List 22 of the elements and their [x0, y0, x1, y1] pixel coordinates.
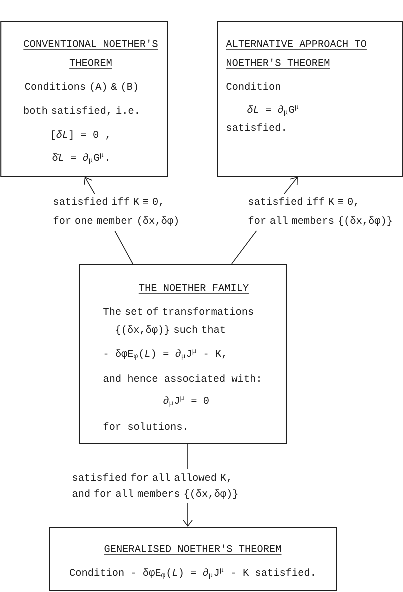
heading: THE NOETHER FAMILY: [138, 284, 250, 294]
heading: CONVENTIONAL NOETHER'S THEOREM: [23, 40, 159, 70]
edge-label: satisfied iff K ≡ 0, for one member (δx,δφ): [54, 198, 178, 226]
arrow: [232, 177, 298, 264]
body-text: The set of transformations {(δx,δφ)} such that: [104, 308, 254, 336]
arrow: [183, 444, 193, 527]
edge-label: satisfied for all allowed K, and for all members {(δx,δφ)}: [72, 474, 238, 500]
heading: GENERALISED NOETHER'S THEOREM: [104, 544, 282, 556]
body-text: satisfied.: [227, 124, 285, 132]
equation: - δφE$_{φ}$(L) = ∂$_{μ}$J$^{μ}$ - K,: [104, 350, 226, 360]
body-text: and hence associated with:: [104, 374, 260, 382]
heading: ALTERNATIVE APPROACH TO NOETHER'S THEOREM: [226, 40, 368, 70]
equation: ∂$_{μ}$J$^{μ}$ = 0: [164, 396, 209, 407]
arrow: [84, 177, 134, 264]
equation: δL = ∂$_{μ}$G$^{μ}$: [248, 106, 299, 116]
edge-label: satisfied iff K ≡ 0, for all members {(δx,δφ)}: [248, 198, 392, 226]
equation: δ̄L = ∂$_{μ}$G$^{μ}$.: [52, 154, 108, 164]
body-text: Conditions (A) & (B) both satisfied, i.e.: [24, 82, 138, 116]
equation: [δL] = 0 ,: [52, 130, 109, 140]
body-text: Condition: [226, 82, 280, 90]
body-text: Condition - δφE$_{φ}$(L) = ∂$_{μ}$J$^{μ}$ - K satisfied.: [70, 568, 314, 579]
body-text: for solutions.: [104, 422, 186, 430]
